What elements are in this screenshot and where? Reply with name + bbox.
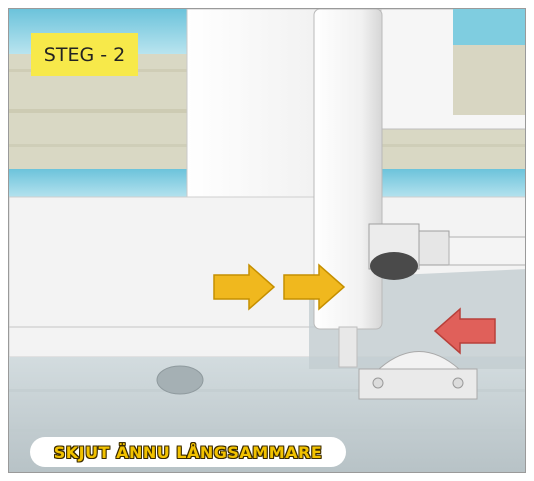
step-badge: STEG - 2 [31,33,138,76]
illustration-frame: STEG - 2 SKJUT ÄNNU LÅNGSAMMARE [8,8,526,473]
deck-hole [157,366,203,394]
caption-text: SKJUT ÄNNU LÅNGSAMMARE [54,443,323,462]
caption-pill: SKJUT ÄNNU LÅNGSAMMARE [30,437,346,467]
assembly-scene [9,9,526,473]
step-badge-label: STEG - 2 [44,44,125,66]
